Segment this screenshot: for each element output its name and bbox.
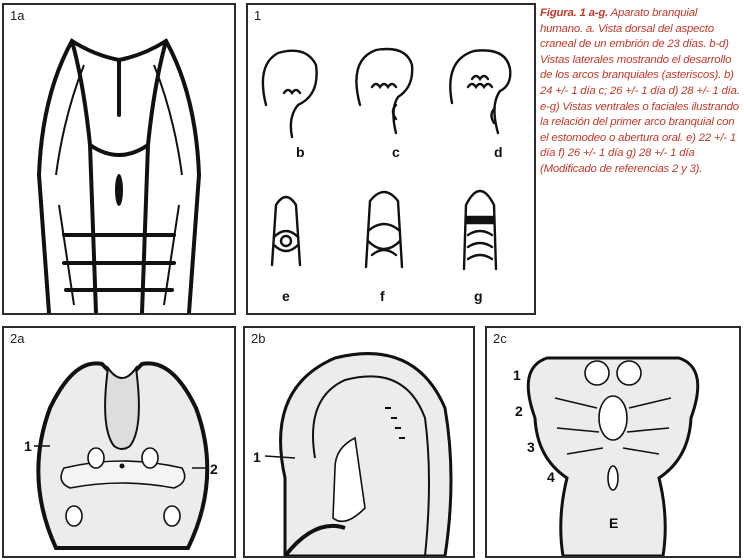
label-d: d [494, 144, 503, 160]
embryo-dorsal-view [4, 5, 234, 313]
ventral-view-2c: 1 2 3 4 E [487, 328, 739, 556]
panel-1: 1 b c [246, 3, 536, 315]
caption-lead: Figura. 1 a-g. [540, 7, 608, 19]
label-f: f [380, 288, 385, 304]
panel-2c: 2c 1 2 3 4 E [485, 326, 741, 558]
label-e: e [282, 288, 290, 304]
sagittal-section-2b: 1 [245, 328, 473, 556]
panel-2a: 2a 1 2 [2, 326, 236, 558]
arch-3: 3 [527, 439, 535, 455]
marker-1: 1 [24, 438, 32, 454]
marker-2: 2 [210, 461, 218, 477]
figure-caption: Figura. 1 a-g. Aparato branquial humano.… [540, 6, 740, 178]
cross-section-2a: 1 2 [4, 328, 234, 556]
arch-2: 2 [515, 403, 523, 419]
branchial-arch-stages: b c d e f g [248, 5, 534, 313]
caption-body: Aparato branquial humano. a. Vista dorsa… [540, 7, 740, 175]
label-g: g [474, 288, 483, 304]
marker-1-2b: 1 [253, 449, 261, 465]
label-b: b [296, 144, 305, 160]
label-e-2c: E [609, 515, 618, 531]
panel-2b: 2b 1 [243, 326, 475, 558]
arch-1: 1 [513, 367, 521, 383]
label-c: c [392, 144, 400, 160]
arch-4: 4 [547, 469, 555, 485]
panel-1a: 1a [2, 3, 236, 315]
